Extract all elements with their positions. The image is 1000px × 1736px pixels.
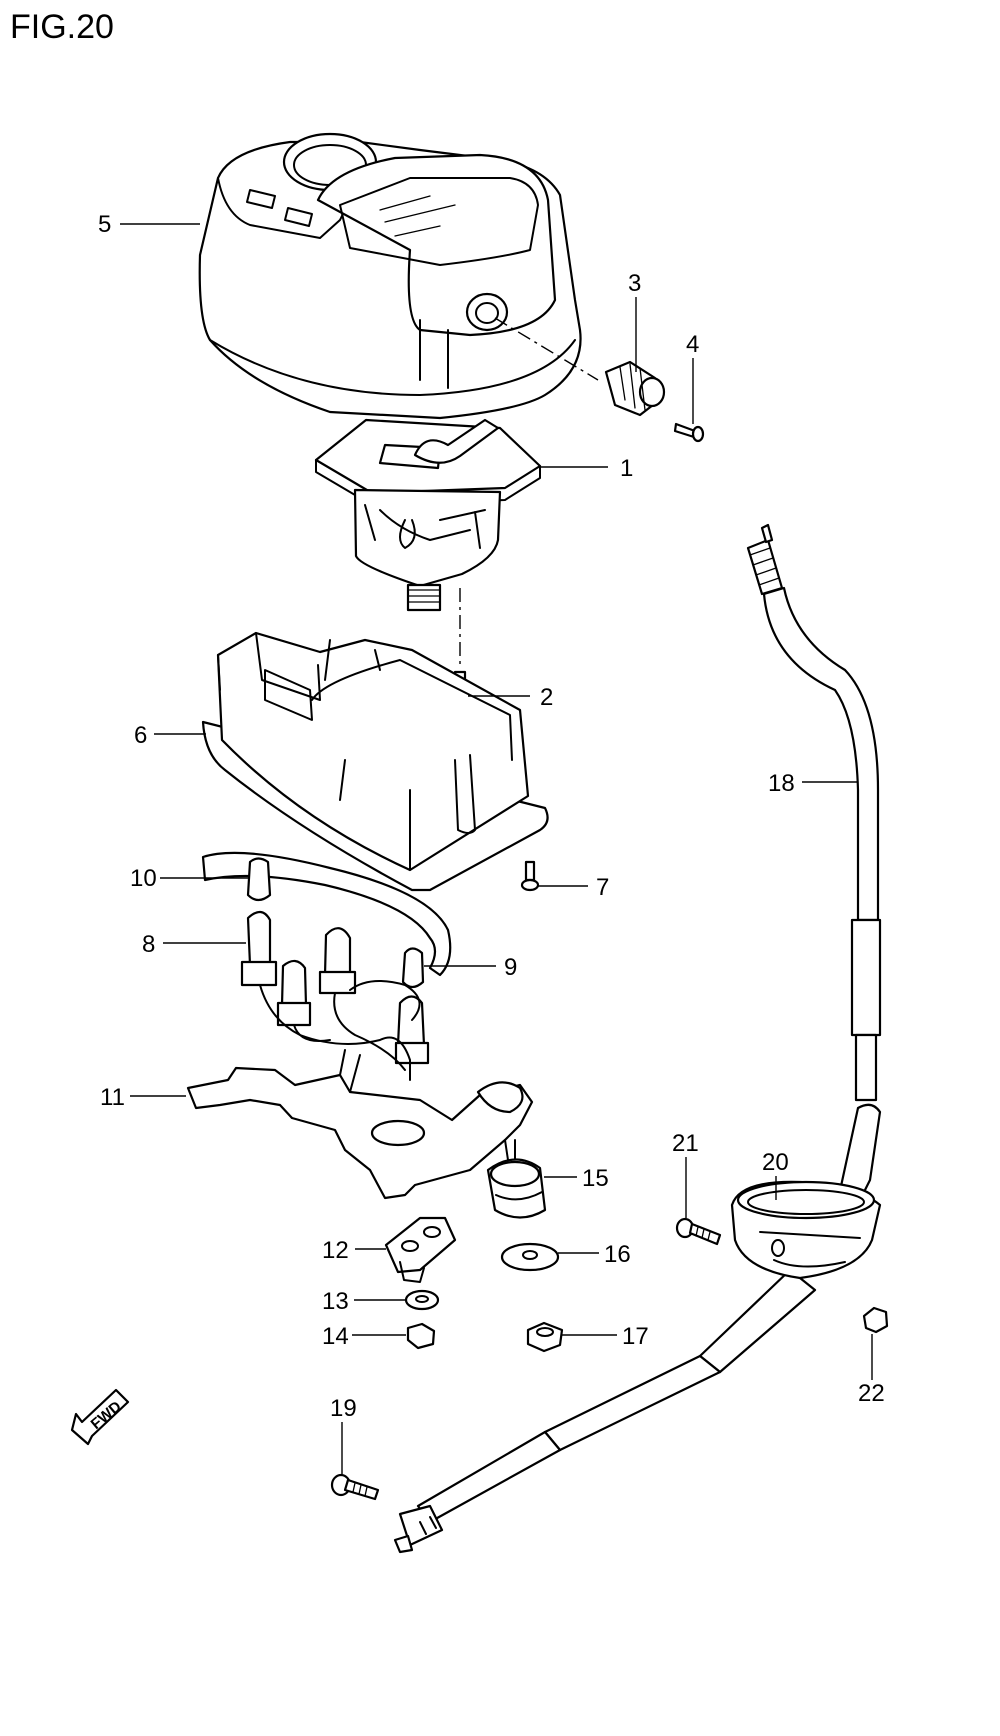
bolt-21 <box>675 1217 722 1246</box>
cable-clamp <box>730 1180 882 1280</box>
washer-13 <box>404 1289 440 1311</box>
callout-9: 9 <box>504 954 517 981</box>
callout-8: 8 <box>142 931 155 958</box>
alignment-line-5-3 <box>494 317 599 381</box>
callout-13: 13 <box>322 1288 349 1315</box>
callout-3: 3 <box>628 270 641 297</box>
callout-4: 4 <box>686 331 699 358</box>
callout-18: 18 <box>768 770 795 797</box>
speedometer-cable <box>393 523 882 1554</box>
screw-4 <box>673 422 705 443</box>
figure-title: FIG.20 <box>10 8 114 46</box>
callout-22: 22 <box>858 1380 885 1407</box>
screw-7 <box>520 860 540 892</box>
nut-17 <box>526 1321 564 1353</box>
callout-2: 2 <box>540 684 553 711</box>
wiring-harness <box>201 851 452 1081</box>
callout-5: 5 <box>98 211 111 238</box>
meter-assembly <box>314 418 542 612</box>
washer-16 <box>500 1242 560 1272</box>
callout-21: 21 <box>672 1130 699 1157</box>
meter-bracket <box>186 1049 534 1200</box>
bolt-19 <box>330 1473 380 1501</box>
grommet-3 <box>604 360 666 417</box>
callout-7: 7 <box>596 874 609 901</box>
callout-17: 17 <box>622 1323 649 1350</box>
meter-lower-case <box>201 631 549 892</box>
callout-16: 16 <box>604 1241 631 1268</box>
callout-14: 14 <box>322 1323 349 1350</box>
callout-20: 20 <box>762 1149 789 1176</box>
callout-11: 11 <box>100 1084 125 1111</box>
holder-12 <box>384 1216 457 1283</box>
callout-labels: 5 3 4 1 2 6 7 10 8 9 11 15 12 16 13 14 1… <box>98 211 885 1422</box>
callout-6: 6 <box>134 722 147 749</box>
cushion-15 <box>486 1158 547 1219</box>
callout-1: 1 <box>620 455 633 482</box>
nut-14 <box>406 1322 436 1350</box>
callout-10: 10 <box>130 865 157 892</box>
forward-direction-arrow: FWD <box>70 1388 130 1446</box>
callout-19: 19 <box>330 1395 357 1422</box>
meter-upper-case <box>198 132 582 420</box>
callout-15: 15 <box>582 1165 609 1192</box>
nut-22 <box>862 1306 889 1334</box>
callout-12: 12 <box>322 1237 349 1264</box>
leader-lines <box>120 223 873 1474</box>
